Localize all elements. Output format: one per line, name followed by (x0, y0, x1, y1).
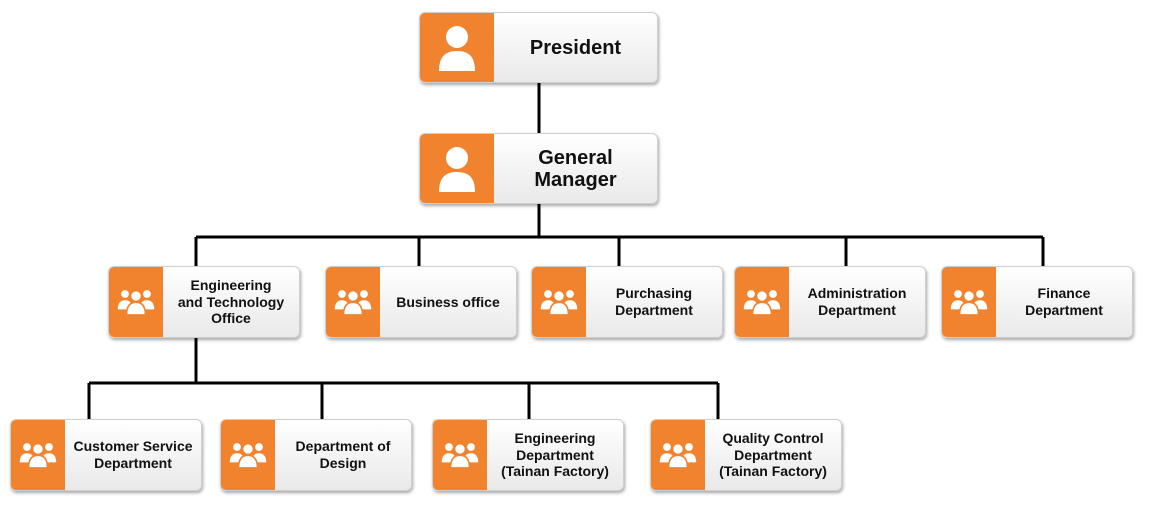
group-icon (433, 420, 487, 490)
group-icon (735, 267, 789, 337)
node-business-office: Business office (325, 266, 517, 338)
node-label: Business office (396, 293, 500, 310)
group-icon (221, 420, 275, 490)
node-president: President (419, 12, 658, 83)
person-icon (420, 13, 494, 82)
group-icon (651, 420, 705, 490)
group-icon (11, 420, 65, 490)
node-label: President (529, 36, 622, 59)
person-icon (420, 134, 494, 203)
group-icon (942, 267, 996, 337)
group-icon (109, 267, 163, 337)
group-icon (326, 267, 380, 337)
group-icon (532, 267, 586, 337)
